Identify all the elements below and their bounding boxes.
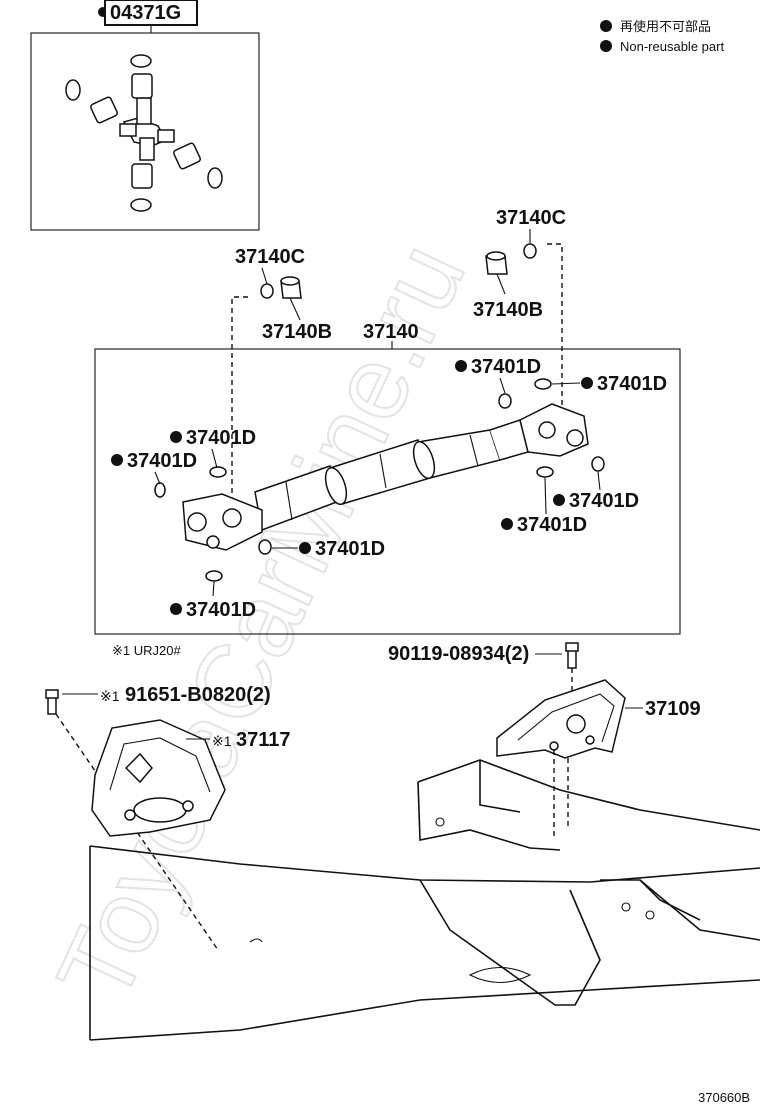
snap-ring-label[interactable]: 37401D bbox=[569, 490, 639, 512]
bolt-label[interactable]: 90119-08934(2) bbox=[388, 643, 529, 665]
nonreusable-dot-icon bbox=[501, 518, 513, 530]
nonreusable-dot-icon bbox=[111, 454, 123, 466]
clip-right-label[interactable]: 37140C bbox=[496, 207, 566, 229]
legend: 再使用不可部品 Non-reusable part bbox=[600, 19, 724, 54]
legend-item-en: Non-reusable part bbox=[620, 39, 724, 54]
filled-circle-icon bbox=[600, 20, 612, 32]
bolt-left: ※1 91651-B0820(2) bbox=[45, 684, 271, 951]
bracket-37109: 37109 bbox=[496, 679, 701, 836]
bush-clip-left: 37140C 37140B bbox=[235, 246, 332, 343]
nonreusable-dot-icon bbox=[299, 542, 311, 554]
figure-code: 370660B bbox=[698, 1090, 750, 1105]
clip-left-label[interactable]: 37140C bbox=[235, 246, 305, 268]
propeller-shaft-icon bbox=[182, 403, 589, 551]
bolt-icon bbox=[565, 642, 579, 669]
snap-ring-label[interactable]: 37401D bbox=[517, 514, 587, 536]
bolt-alt-note: ※1 bbox=[100, 688, 120, 704]
clip-icon bbox=[523, 243, 537, 259]
snap-ring-label[interactable]: 37401D bbox=[315, 538, 385, 560]
snap-ring-label[interactable]: 37401D bbox=[186, 599, 256, 621]
vehicle-frame-icon bbox=[89, 759, 760, 1041]
support-note: ※1 bbox=[212, 733, 232, 749]
snap-ring-label[interactable]: 37401D bbox=[186, 427, 256, 449]
bearing-cap-icon bbox=[90, 73, 201, 189]
snap-ring-icon bbox=[65, 54, 223, 212]
bolt-right: 90119-08934(2) bbox=[388, 642, 579, 700]
support-37117: ※1 37117 bbox=[91, 719, 291, 837]
clip-icon bbox=[260, 283, 274, 299]
snap-ring-callouts: 37401D 37401D 37401D 37401D 37401D 37401… bbox=[111, 356, 667, 621]
nonreusable-dot-icon bbox=[170, 431, 182, 443]
kit-box bbox=[30, 32, 260, 231]
filled-circle-icon bbox=[600, 40, 612, 52]
legend-item-jp: 再使用不可部品 bbox=[620, 19, 711, 34]
kit-code-label[interactable]: 04371G bbox=[110, 2, 181, 24]
nonreusable-dot-icon bbox=[170, 603, 182, 615]
bracket-label[interactable]: 37109 bbox=[645, 698, 701, 720]
snap-ring-label[interactable]: 37401D bbox=[471, 356, 541, 378]
note-label: ※1 URJ20# bbox=[112, 643, 181, 658]
bolt-icon bbox=[45, 689, 59, 715]
support-label[interactable]: 37117 bbox=[236, 729, 291, 751]
nonreusable-dot-icon bbox=[553, 494, 565, 506]
shaft-label[interactable]: 37140 bbox=[363, 321, 419, 343]
bush-clip-right: 37140C 37140B bbox=[473, 207, 566, 321]
nonreusable-dot-icon bbox=[581, 377, 593, 389]
snap-ring-label[interactable]: 37401D bbox=[597, 373, 667, 395]
kit-section: 04371G bbox=[30, 0, 260, 231]
snap-ring-label[interactable]: 37401D bbox=[127, 450, 197, 472]
shaft-box bbox=[94, 348, 681, 635]
watermark: ToyotaCarMine.ru bbox=[36, 227, 488, 1020]
bush-right-label[interactable]: 37140B bbox=[473, 299, 543, 321]
bracket-icon bbox=[496, 679, 626, 759]
nonreusable-dot-icon bbox=[455, 360, 467, 372]
propeller-shaft-section: 37140 bbox=[94, 243, 681, 635]
bush-left-label[interactable]: 37140B bbox=[262, 321, 332, 343]
universal-joint-spider-icon bbox=[119, 97, 175, 161]
bolt-alt-label[interactable]: 91651-B0820(2) bbox=[125, 684, 271, 706]
